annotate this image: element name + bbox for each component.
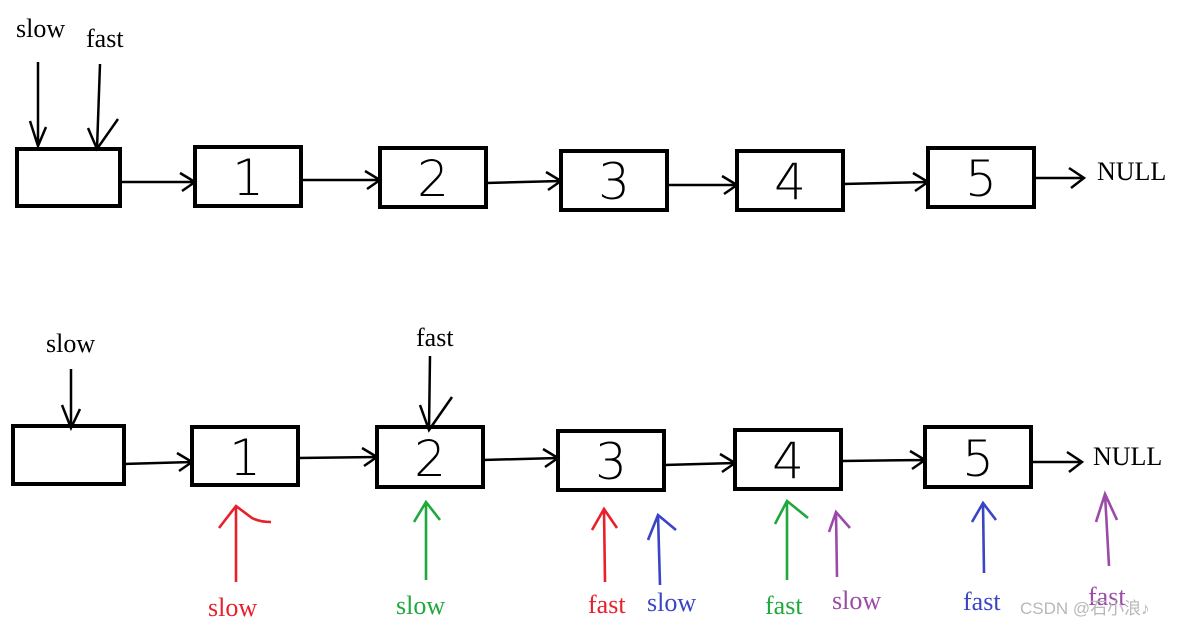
- step-arrow-green-fast: [773, 498, 809, 580]
- node-1-value: 1: [229, 429, 261, 487]
- node-1: [190, 425, 300, 487]
- slow-pointer-label: slow: [16, 14, 65, 43]
- node-4: [733, 428, 843, 491]
- node-1: [193, 145, 303, 208]
- node-3-value: 3: [595, 433, 627, 491]
- step-label-blue-slow: slow: [647, 588, 696, 617]
- node-2-value: 2: [414, 430, 446, 488]
- node-3-value: 3: [598, 153, 630, 211]
- node-5: [923, 425, 1033, 489]
- step-markers: [217, 490, 1119, 586]
- null-label: NULL: [1097, 157, 1166, 186]
- step-label-red-fast: fast: [588, 590, 626, 619]
- step-label-purple-fast: fast: [1088, 582, 1126, 611]
- row-1: 1 2 3 4 5 NULL slow fast: [15, 14, 1166, 212]
- node-2-value: 2: [417, 150, 449, 208]
- fast-pointer-label: fast: [416, 323, 454, 352]
- step-arrow-blue-slow: [646, 512, 677, 586]
- node-2: [378, 146, 488, 209]
- row-2: 1 2 3 4 5 NULL slow fast: [11, 323, 1162, 622]
- watermark: CSDN @石小浪♪: [1020, 599, 1150, 618]
- node-4-value: 4: [774, 153, 806, 211]
- node-3: [556, 429, 666, 492]
- pointer-arrows: [28, 62, 120, 152]
- fast-pointer-label: fast: [86, 24, 124, 53]
- step-arrow-blue-fast: [970, 500, 998, 574]
- node-5-value: 5: [965, 150, 997, 208]
- slow-pointer-label: slow: [46, 329, 95, 358]
- step-label-green-slow: slow: [396, 591, 445, 620]
- step-arrow-red-slow: [217, 504, 272, 582]
- step-label-blue-fast: fast: [963, 587, 1001, 616]
- node-4: [735, 149, 845, 212]
- step-label-green-fast: fast: [765, 591, 803, 620]
- node-1-value: 1: [232, 149, 264, 207]
- head-node: [11, 424, 126, 486]
- step-label-red-slow: slow: [208, 593, 257, 622]
- step-label-purple-slow: slow: [832, 586, 881, 615]
- step-arrow-green-slow: [412, 499, 442, 580]
- pointer-arrows: [60, 355, 454, 433]
- next-arrows: [123, 446, 1085, 474]
- step-arrow-purple-slow: [827, 509, 851, 578]
- step-arrow-purple-fast: [1094, 490, 1119, 567]
- step-arrow-red-fast: [590, 506, 619, 583]
- null-label: NULL: [1093, 442, 1162, 471]
- head-node: [15, 147, 122, 208]
- node-4-value: 4: [772, 432, 804, 490]
- next-arrows: [120, 166, 1087, 196]
- node-5-value: 5: [962, 430, 994, 488]
